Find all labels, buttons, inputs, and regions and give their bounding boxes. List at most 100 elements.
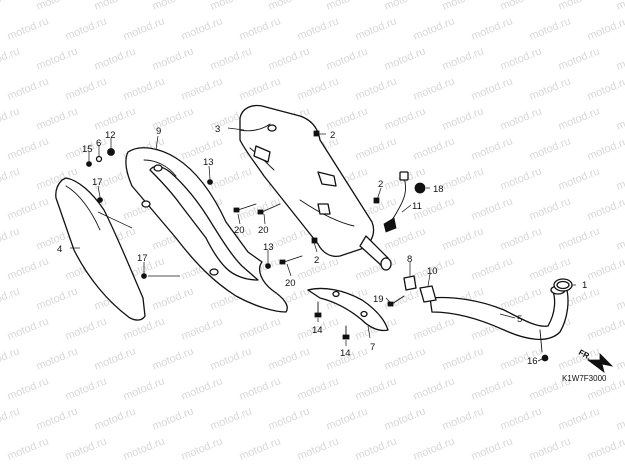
watermark-text: motod.ru bbox=[615, 345, 625, 372]
callout-10: 10 bbox=[427, 266, 438, 277]
watermark-text: motod.ru bbox=[412, 375, 457, 402]
bolt-14-right bbox=[342, 325, 350, 340]
washer-17-upper bbox=[97, 197, 103, 203]
watermark-text: motod.ru bbox=[122, 15, 167, 42]
watermark-text: motod.ru bbox=[557, 105, 602, 132]
watermark-text: motod.ru bbox=[470, 375, 515, 402]
watermark-text: motod.ru bbox=[528, 15, 573, 42]
watermark-text: motod.ru bbox=[267, 0, 312, 13]
watermark-text: motod.ru bbox=[499, 0, 544, 13]
watermark-text: motod.ru bbox=[0, 345, 21, 372]
watermark-text: motod.ru bbox=[267, 45, 312, 72]
callout-2: 2 bbox=[378, 179, 383, 190]
watermark-text: motod.ru bbox=[35, 105, 80, 132]
watermark-text: motod.ru bbox=[0, 0, 21, 13]
diagram-code: K1W7F3000 bbox=[562, 374, 607, 383]
watermark-text: motod.ru bbox=[209, 345, 254, 372]
callout-labels: 1 2 2 2 3 4 5 6 7 8 9 10 11 12 13 13 14 … bbox=[57, 124, 587, 367]
watermark-text: motod.ru bbox=[122, 75, 167, 102]
callout-20: 20 bbox=[285, 278, 296, 289]
watermark-text: motod.ru bbox=[499, 285, 544, 312]
watermark-text: motod.ru bbox=[354, 435, 399, 462]
callout-13: 13 bbox=[203, 157, 214, 168]
watermark-text: motod.ru bbox=[296, 435, 341, 462]
watermark-text: motod.ru bbox=[528, 195, 573, 222]
watermark-text: motod.ru bbox=[0, 285, 21, 312]
watermark-text: motod.ru bbox=[557, 345, 602, 372]
watermark-text: motod.ru bbox=[64, 315, 109, 342]
watermark-text: motod.ru bbox=[122, 315, 167, 342]
part-4-heat-shield-cover bbox=[55, 177, 146, 321]
watermark-text: motod.ru bbox=[354, 75, 399, 102]
watermark-text: motod.ru bbox=[615, 225, 625, 252]
watermark-text: motod.ru bbox=[557, 0, 602, 13]
watermark-text: motod.ru bbox=[209, 0, 254, 13]
callout-16: 16 bbox=[527, 356, 538, 367]
washer-17-lower bbox=[141, 273, 147, 279]
watermark-text: motod.ru bbox=[180, 135, 225, 162]
watermark-text: motod.ru bbox=[35, 285, 80, 312]
watermark-text: motod.ru bbox=[470, 15, 515, 42]
callout-15: 15 bbox=[82, 144, 93, 155]
watermark-text: motod.ru bbox=[238, 375, 283, 402]
watermark-text: motod.ru bbox=[151, 45, 196, 72]
callout-13: 13 bbox=[263, 242, 274, 253]
callout-20: 20 bbox=[234, 225, 245, 236]
part-7-bracket bbox=[307, 287, 389, 332]
callout-18: 18 bbox=[433, 184, 444, 195]
watermark-text: motod.ru bbox=[586, 255, 625, 282]
part-3-muffler bbox=[239, 104, 392, 271]
leader-lines bbox=[70, 127, 576, 362]
watermark-text: motod.ru bbox=[383, 405, 428, 432]
callout-20: 20 bbox=[258, 225, 269, 236]
watermark-text: motod.ru bbox=[586, 435, 625, 462]
watermark-text: motod.ru bbox=[180, 75, 225, 102]
bolt-19 bbox=[387, 295, 405, 307]
watermark-text: motod.ru bbox=[6, 195, 51, 222]
watermark-text: motod.ru bbox=[470, 135, 515, 162]
watermark-text: motod.ru bbox=[6, 255, 51, 282]
watermark-text: motod.ru bbox=[238, 435, 283, 462]
watermark-text: motod.ru bbox=[528, 435, 573, 462]
part-9-heat-shield-frame bbox=[125, 147, 288, 313]
watermark-text: motod.ru bbox=[470, 435, 515, 462]
watermark-text: motod.ru bbox=[93, 105, 138, 132]
bolt-20-lower bbox=[279, 255, 303, 265]
bolt-14-left bbox=[314, 301, 322, 318]
watermark-text: motod.ru bbox=[412, 435, 457, 462]
watermark-text: motod.ru bbox=[0, 45, 21, 72]
watermark-text: motod.ru bbox=[35, 0, 80, 13]
part-8-gasket bbox=[403, 275, 417, 291]
watermark-text: motod.ru bbox=[499, 225, 544, 252]
watermark-text: motod.ru bbox=[93, 405, 138, 432]
callout-12: 12 bbox=[105, 130, 116, 141]
callout-6: 6 bbox=[96, 138, 101, 149]
watermark-text: motod.ru bbox=[412, 15, 457, 42]
watermark-text: motod.ru bbox=[151, 285, 196, 312]
watermark-text: motod.ru bbox=[151, 0, 196, 13]
watermark-text: motod.ru bbox=[6, 435, 51, 462]
watermark-text: motod.ru bbox=[64, 15, 109, 42]
callout-4: 4 bbox=[57, 244, 62, 255]
watermark-text: motod.ru bbox=[93, 45, 138, 72]
watermark-text: motod.ru bbox=[441, 105, 486, 132]
nut-2-bottom bbox=[311, 237, 318, 244]
watermark-text: motod.ru bbox=[354, 135, 399, 162]
watermark-text: motod.ru bbox=[325, 0, 370, 13]
watermark-text: motod.ru bbox=[586, 315, 625, 342]
part-1-gasket bbox=[553, 278, 573, 292]
watermark-text: motod.ru bbox=[557, 45, 602, 72]
nut-15 bbox=[86, 161, 92, 167]
watermark-text: motod.ru bbox=[354, 15, 399, 42]
watermark-text: motod.ru bbox=[615, 285, 625, 312]
watermark-text: motod.ru bbox=[325, 105, 370, 132]
watermark-text: motod.ru bbox=[383, 0, 428, 13]
callout-2: 2 bbox=[314, 255, 319, 266]
watermark-text: motod.ru bbox=[6, 135, 51, 162]
watermark-text: motod.ru bbox=[267, 345, 312, 372]
watermark-text: motod.ru bbox=[93, 345, 138, 372]
watermark-text: motod.ru bbox=[615, 0, 625, 13]
nut-16 bbox=[541, 354, 549, 362]
watermark-text: motod.ru bbox=[296, 75, 341, 102]
